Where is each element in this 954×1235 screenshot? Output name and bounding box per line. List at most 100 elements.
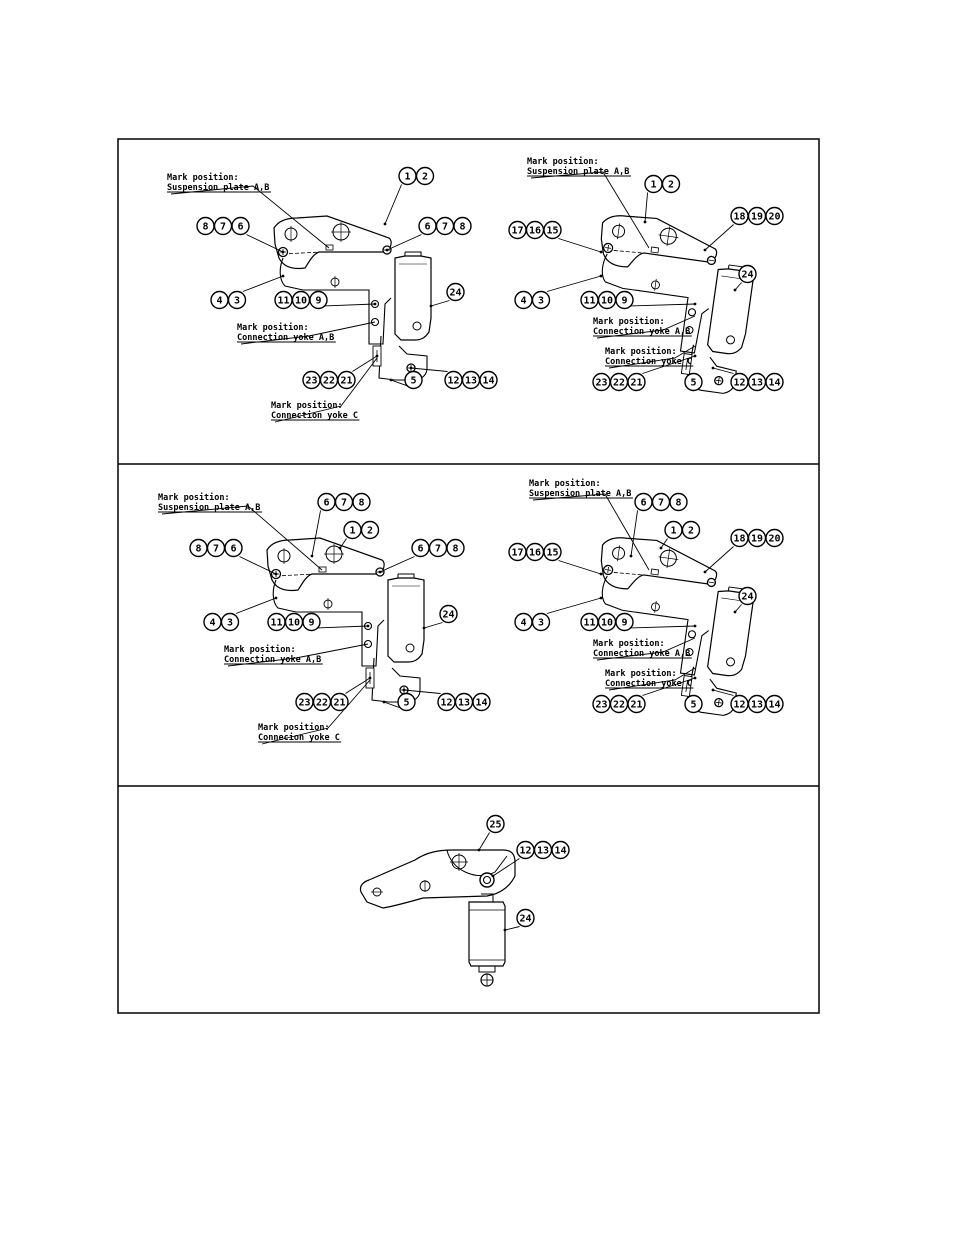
callout-leader [478,832,490,851]
callout-bubble [302,612,321,632]
part-number: 20 [769,212,781,223]
part-number: 3 [227,618,233,629]
callout-bubble [415,166,435,186]
part-number: 8 [358,498,364,509]
leader-line [227,643,369,667]
part-callout: 5 [389,370,423,390]
part-callout: 24 [733,586,757,614]
part-number: 21 [631,378,643,389]
callout-leader [558,238,602,253]
part-callout: 24 [503,908,535,932]
leader-line [170,185,330,249]
callout-bubble [227,290,247,310]
leader-dot [599,274,603,278]
callout-leader [383,701,401,709]
leader-dot [659,546,663,550]
part-number: 17 [512,226,524,237]
part-number: 14 [769,700,781,711]
callout-leader [235,597,277,614]
assembly-drawing: Mark position:Suspension plate A,B Mark p… [508,478,784,718]
callout-leader [339,538,347,549]
mark-position-label: Mark position:Connecion yoke C [258,679,371,745]
part-number: 2 [668,180,674,191]
part-callout: 5 [382,692,416,712]
callout-bubble [516,908,535,928]
leader-dot [383,222,387,226]
diagram-panel-1: Mark position:Suspension plate A,B Mark p… [167,156,784,423]
leader-dot [373,302,377,306]
leader-line [596,315,696,339]
leader-dot [366,624,370,628]
callout-bubble [472,692,491,712]
leader-dot [693,624,697,628]
callout-bubble [627,694,646,714]
callout-bubble [360,520,380,540]
part-number: 10 [288,618,300,629]
mark-position-label: Mark position:Connection yoke A,B [593,637,696,661]
part-number: 24 [520,914,532,925]
part-number: 14 [555,846,567,857]
callout-leader [504,926,520,931]
part-number: 4 [209,618,215,629]
callout-bubble [738,264,757,284]
callout-leader [345,677,371,694]
mark-heading: Mark position: [224,644,296,655]
mark-position-label: Mark position:Suspension plate A,B [527,156,650,249]
callout-leader [324,303,376,307]
part-number: 5 [690,700,696,711]
callout-leader [642,355,696,374]
callout-leader [430,300,450,307]
part-callout: 24 [733,264,757,292]
part-number: 21 [341,376,353,387]
part-number: 10 [601,618,613,629]
part-number: 11 [584,618,596,629]
callout-bubble [352,492,371,512]
mark-position-label: Mark position:Suspension plate A,B [167,172,330,249]
callout-leader [644,192,648,223]
callout-bubble [684,372,703,392]
part-number: 21 [631,700,643,711]
mark-position-label: Mark position:Suspension plate A,B [529,478,650,571]
callout-bubble [669,492,688,512]
callout-leader [642,677,696,696]
callout-leader [384,184,402,225]
part-number: 10 [601,296,613,307]
callout-bubble [615,612,634,632]
part-number: 6 [424,222,430,233]
assembly-outline [359,849,516,987]
leader-dot [703,570,707,574]
part-number: 6 [640,498,646,509]
part-number: 24 [443,610,455,621]
leader-dot [310,554,314,558]
callout-bubble [404,370,423,390]
part-number: 11 [584,296,596,307]
callout-leader [390,379,408,387]
callout-bubble [337,370,356,390]
callout-leader [546,597,602,614]
mark-heading: Mark position: [593,638,665,649]
leader-dot [693,302,697,306]
part-number: 21 [334,698,346,709]
mark-target: Connection yoke C [271,410,358,421]
leader-dot [711,366,715,370]
part-number: 1 [650,180,656,191]
part-callout: 24 [429,282,465,308]
callout-bubble [397,692,416,712]
part-number: 9 [621,618,627,629]
part-callout: 25 [477,814,505,852]
leader-dot [368,676,372,680]
mark-target: Suspension plate A,B [527,166,629,177]
leader-dot [281,274,285,278]
part-number: 6 [323,498,329,509]
part-number: 6 [417,544,423,555]
part-number: 20 [769,534,781,545]
